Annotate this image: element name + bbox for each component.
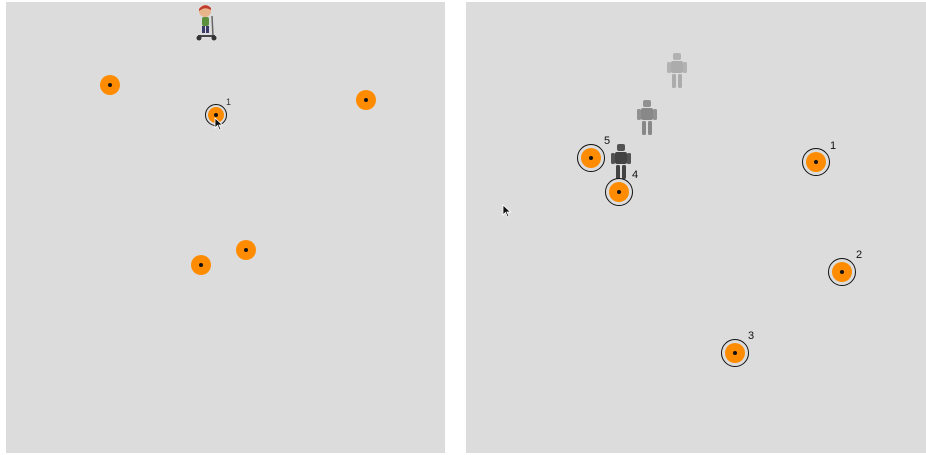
right-canvas[interactable]: 1 2 3 4 5 xyxy=(466,2,926,453)
numbered-target[interactable] xyxy=(609,182,629,202)
target-center-dot xyxy=(840,270,844,274)
numbered-target[interactable] xyxy=(581,148,601,168)
robot-ghost-icon xyxy=(635,98,659,138)
robot-icon xyxy=(609,142,633,182)
target-number: 2 xyxy=(856,250,862,261)
target-number: 5 xyxy=(604,136,610,147)
numbered-target[interactable] xyxy=(832,262,852,282)
numbered-target[interactable] xyxy=(725,343,745,363)
target-center-dot xyxy=(589,156,593,160)
target-number: 1 xyxy=(830,141,836,152)
left-canvas[interactable]: 1 xyxy=(6,2,445,453)
target-center-dot xyxy=(244,248,248,252)
orange-target[interactable] xyxy=(191,255,211,275)
target-center-dot xyxy=(199,263,203,267)
target-center-dot xyxy=(814,160,818,164)
orange-target[interactable] xyxy=(100,75,120,95)
numbered-target[interactable] xyxy=(806,152,826,172)
orange-target[interactable] xyxy=(356,90,376,110)
orange-target[interactable] xyxy=(236,240,256,260)
target-number: 3 xyxy=(748,331,754,342)
mouse-pointer-icon xyxy=(214,117,224,136)
target-label: 1 xyxy=(226,97,231,108)
target-center-dot xyxy=(364,98,368,102)
kid-on-scooter-icon xyxy=(193,2,219,42)
target-center-dot xyxy=(108,83,112,87)
mouse-pointer-icon xyxy=(502,204,512,223)
robot-ghost-icon xyxy=(665,51,689,91)
target-center-dot xyxy=(733,351,737,355)
target-center-dot xyxy=(617,190,621,194)
target-number: 4 xyxy=(632,170,638,181)
